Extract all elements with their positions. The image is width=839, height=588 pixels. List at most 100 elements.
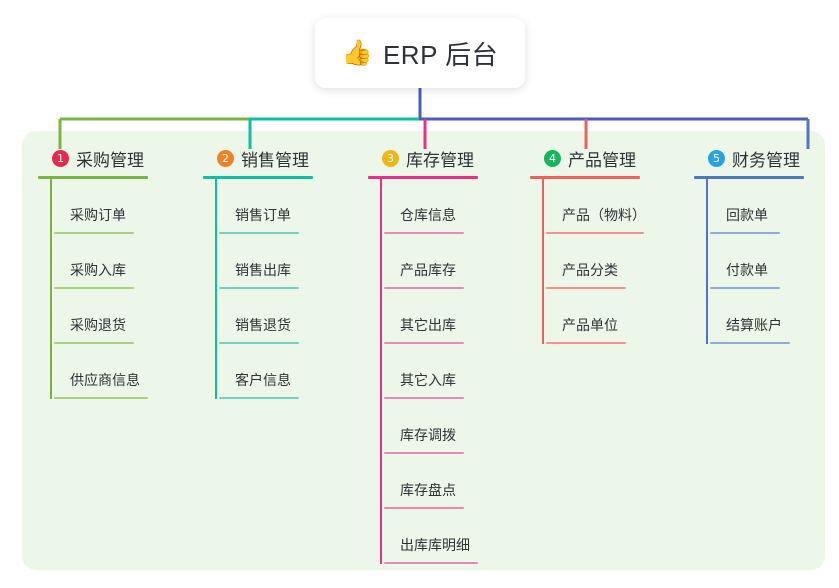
thumbs-up-icon: 👍 bbox=[341, 38, 373, 67]
branch-column-2: 2 销售管理销售订单销售出库销售退货客户信息 bbox=[203, 145, 313, 399]
branch-item-underline bbox=[384, 452, 464, 454]
branch-header-4[interactable]: 4 产品管理 bbox=[530, 145, 640, 171]
branch-number-badge: 5 bbox=[708, 149, 725, 167]
branch-item-list: 回款单付款单结算账户 bbox=[694, 179, 804, 344]
branch-item[interactable]: 付款单 bbox=[708, 234, 804, 289]
branch-spine bbox=[215, 179, 217, 399]
branch-item-underline bbox=[710, 287, 780, 289]
branch-item[interactable]: 仓库信息 bbox=[382, 179, 478, 234]
branch-item[interactable]: 客户信息 bbox=[217, 344, 313, 399]
branch-number-badge: 4 bbox=[544, 149, 561, 167]
branch-item[interactable]: 供应商信息 bbox=[52, 344, 148, 399]
branch-header-2[interactable]: 2 销售管理 bbox=[203, 145, 313, 171]
branch-item-underline bbox=[384, 507, 464, 509]
branch-title: 产品管理 bbox=[568, 150, 636, 170]
branch-item[interactable]: 结算账户 bbox=[708, 289, 804, 344]
branch-item-underline bbox=[710, 342, 790, 344]
branch-item[interactable]: 采购入库 bbox=[52, 234, 148, 289]
branch-item-label: 产品分类 bbox=[562, 262, 618, 278]
branch-item-underline bbox=[384, 397, 464, 399]
root-node-title: ERP 后台 bbox=[382, 39, 499, 70]
branch-item-label: 库存调拨 bbox=[400, 427, 456, 443]
branch-item-underline bbox=[54, 232, 134, 234]
branch-item-list: 产品（物料） 产品分类产品单位 bbox=[530, 179, 646, 344]
branch-column-3: 3 库存管理仓库信息产品库存其它出库其它入库库存调拨库存盘点出库库明细 bbox=[368, 145, 478, 564]
branch-item-underline bbox=[546, 287, 626, 289]
branch-item[interactable]: 出库库明细 bbox=[382, 509, 478, 564]
branch-item-underline bbox=[219, 397, 299, 399]
branch-item[interactable]: 库存调拨 bbox=[382, 399, 478, 454]
branch-item-underline bbox=[219, 232, 299, 234]
branch-item-label: 库存盘点 bbox=[400, 482, 456, 498]
branch-title: 财务管理 bbox=[732, 150, 800, 170]
branch-spine bbox=[380, 179, 382, 564]
branch-header-5[interactable]: 5 财务管理 bbox=[694, 145, 804, 171]
branch-item[interactable]: 其它入库 bbox=[382, 344, 478, 399]
branch-title: 采购管理 bbox=[76, 150, 144, 170]
branch-header-underline bbox=[38, 176, 148, 179]
branch-item-underline bbox=[710, 232, 780, 234]
branch-item-label: 供应商信息 bbox=[70, 372, 140, 388]
branch-header-1[interactable]: 1 采购管理 bbox=[38, 145, 148, 171]
branch-item-underline bbox=[546, 342, 626, 344]
branch-spine bbox=[50, 179, 52, 399]
branch-header-underline bbox=[203, 176, 313, 179]
branch-item-underline bbox=[54, 342, 134, 344]
branch-item[interactable]: 产品（物料） bbox=[544, 179, 646, 234]
branch-item[interactable]: 销售出库 bbox=[217, 234, 313, 289]
branch-item-underline bbox=[219, 287, 299, 289]
branch-column-1: 1 采购管理采购订单采购入库采购退货供应商信息 bbox=[38, 145, 148, 399]
branch-header-underline bbox=[368, 176, 478, 179]
branch-item-underline bbox=[384, 287, 464, 289]
branch-item[interactable]: 产品单位 bbox=[544, 289, 640, 344]
branch-item-underline bbox=[54, 397, 148, 399]
branch-item-label: 付款单 bbox=[726, 262, 768, 278]
branch-item[interactable]: 库存盘点 bbox=[382, 454, 478, 509]
branch-number-badge: 1 bbox=[52, 149, 69, 167]
branch-item-label: 采购退货 bbox=[70, 317, 126, 333]
branch-item-label: 销售订单 bbox=[235, 207, 291, 223]
branch-title: 销售管理 bbox=[241, 150, 309, 170]
branch-number-badge: 3 bbox=[382, 149, 399, 167]
branch-item-underline bbox=[384, 342, 464, 344]
branch-item-label: 产品库存 bbox=[400, 262, 456, 278]
branch-column-4: 4 产品管理产品（物料） 产品分类产品单位 bbox=[530, 145, 646, 344]
branch-item[interactable]: 产品库存 bbox=[382, 234, 478, 289]
branch-item-label: 结算账户 bbox=[726, 317, 782, 333]
branch-item-label: 其它出库 bbox=[400, 317, 456, 333]
branch-item-list: 销售订单销售出库销售退货客户信息 bbox=[203, 179, 313, 399]
branch-item-underline bbox=[546, 232, 644, 234]
branch-item-label: 产品（物料） bbox=[562, 207, 646, 223]
branch-item-label: 其它入库 bbox=[400, 372, 456, 388]
branch-spine bbox=[542, 179, 544, 344]
branch-item[interactable]: 其它出库 bbox=[382, 289, 478, 344]
branch-item-label: 客户信息 bbox=[235, 372, 291, 388]
branch-item[interactable]: 产品分类 bbox=[544, 234, 640, 289]
root-node-card[interactable]: 👍 ERP 后台 bbox=[315, 18, 525, 88]
branch-item[interactable]: 回款单 bbox=[708, 179, 804, 234]
branch-item-label: 采购订单 bbox=[70, 207, 126, 223]
branch-item-label: 回款单 bbox=[726, 207, 768, 223]
branch-header-3[interactable]: 3 库存管理 bbox=[368, 145, 478, 171]
branch-item[interactable]: 销售退货 bbox=[217, 289, 313, 344]
branch-item-label: 销售出库 bbox=[235, 262, 291, 278]
branch-item-underline bbox=[54, 287, 134, 289]
branch-title: 库存管理 bbox=[406, 150, 474, 170]
branch-header-underline bbox=[694, 176, 804, 179]
branch-item-underline bbox=[384, 232, 464, 234]
branch-item[interactable]: 销售订单 bbox=[217, 179, 313, 234]
branch-item-label: 出库库明细 bbox=[400, 537, 470, 553]
branch-item-list: 采购订单采购入库采购退货供应商信息 bbox=[38, 179, 148, 399]
diagram-background-panel bbox=[22, 131, 825, 570]
branch-item[interactable]: 采购订单 bbox=[52, 179, 148, 234]
branch-number-badge: 2 bbox=[217, 149, 234, 167]
branch-item-underline bbox=[384, 562, 478, 564]
branch-item-label: 采购入库 bbox=[70, 262, 126, 278]
branch-item-underline bbox=[219, 342, 299, 344]
branch-column-5: 5 财务管理回款单付款单结算账户 bbox=[694, 145, 804, 344]
branch-spine bbox=[706, 179, 708, 344]
branch-item-label: 销售退货 bbox=[235, 317, 291, 333]
branch-item[interactable]: 采购退货 bbox=[52, 289, 148, 344]
branch-item-label: 仓库信息 bbox=[400, 207, 456, 223]
